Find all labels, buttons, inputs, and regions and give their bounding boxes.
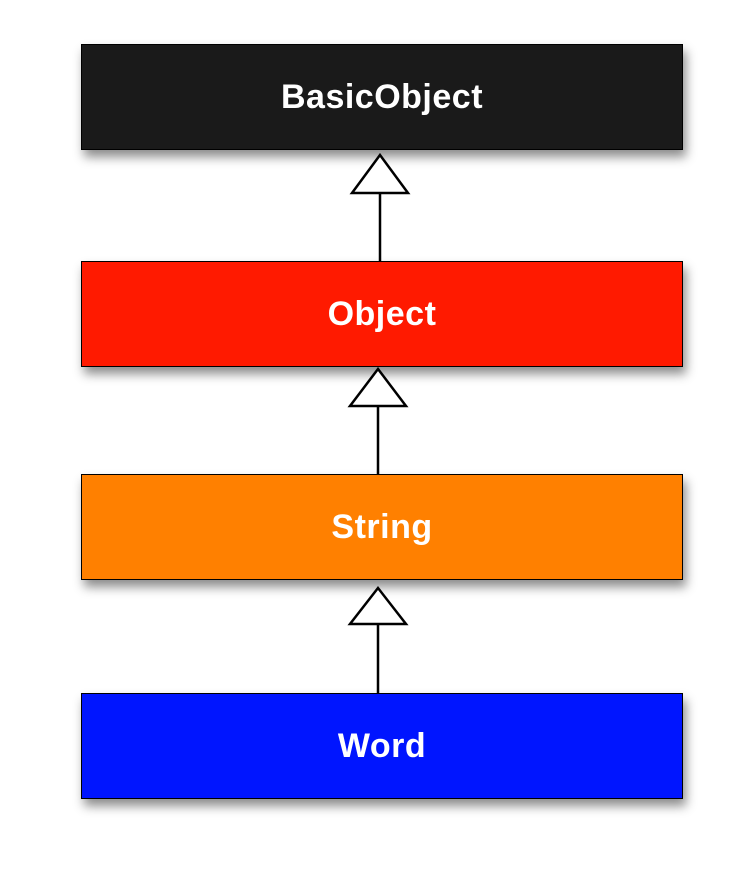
inheritance-arrow-word-string	[347, 585, 409, 693]
class-label-string: String	[331, 507, 433, 546]
inheritance-arrow-object-basicobject	[349, 152, 411, 261]
inheritance-arrow-string-object	[347, 366, 409, 474]
class-box-string: String	[81, 474, 683, 580]
class-box-object: Object	[81, 261, 683, 367]
class-box-word: Word	[81, 693, 683, 799]
class-box-basicobject: BasicObject	[81, 44, 683, 150]
class-label-basicobject: BasicObject	[280, 77, 484, 116]
class-label-word: Word	[337, 726, 427, 765]
class-label-object: Object	[327, 294, 437, 333]
